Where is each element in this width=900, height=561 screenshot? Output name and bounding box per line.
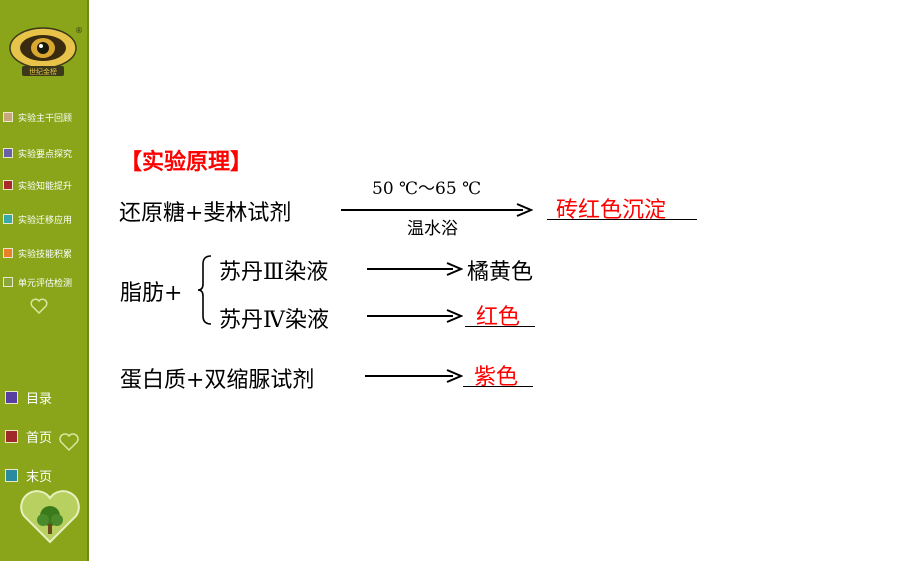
- nav-first-page-button[interactable]: 首页: [5, 427, 53, 446]
- nav-square-icon: [3, 214, 13, 224]
- nav-item-skills[interactable]: 实验技能积累: [3, 246, 72, 260]
- nav-label: 实验要点探究: [18, 149, 73, 160]
- nav-label: 实验技能积累: [18, 249, 73, 260]
- reaction1-reactants: 还原糖+斐林试剂: [119, 201, 292, 226]
- logo: 世纪金榜 ®: [9, 26, 83, 76]
- nav-first-page-label: 首页: [26, 430, 53, 446]
- tree-heart-icon: [20, 490, 80, 544]
- nav-item-review[interactable]: 实验主干回顾: [3, 110, 72, 124]
- last-page-square-icon: [5, 468, 18, 482]
- heart-outline-icon: [59, 433, 79, 452]
- nav-item-assessment[interactable]: 单元评估检测: [3, 275, 72, 289]
- nav-toc-label: 目录: [26, 391, 53, 407]
- nav-label: 实验主干回顾: [18, 113, 73, 124]
- nav-label: 单元评估检测: [18, 278, 73, 289]
- small-heart-icon: [30, 298, 48, 314]
- branch1-product: 橘黄色: [467, 260, 534, 285]
- nav-square-icon: [3, 180, 13, 190]
- nav-last-page-label: 末页: [26, 469, 53, 485]
- registered-mark: ®: [75, 26, 83, 35]
- nav-square-icon: [3, 248, 13, 258]
- reaction3-answer-underline: [463, 386, 533, 387]
- first-page-square-icon: [5, 429, 18, 443]
- branch2-arrow-icon: [367, 309, 463, 323]
- nav-last-page-button[interactable]: 末页: [5, 466, 53, 485]
- reaction2-reactant: 脂肪+: [120, 281, 183, 306]
- nav-label: 实验知能提升: [18, 181, 73, 192]
- toc-square-icon: [5, 390, 18, 404]
- nav-item-explore[interactable]: 实验要点探究: [3, 146, 72, 160]
- branch1-reagent: 苏丹Ⅲ染液: [219, 260, 329, 285]
- brace-icon: [197, 255, 212, 325]
- nav-item-transfer[interactable]: 实验迁移应用: [3, 212, 72, 226]
- logo-text: 世纪金榜: [29, 67, 57, 76]
- sidebar: 世纪金榜 ® 实验主干回顾 实验要点探究 实验知能提升 实验迁移应用 实验技能积…: [0, 0, 89, 561]
- branch1-arrow-icon: [367, 262, 463, 276]
- nav-label: 实验迁移应用: [18, 215, 73, 226]
- section-title: 【实验原理】: [120, 149, 253, 175]
- nav-square-icon: [3, 148, 13, 158]
- slide-content: 【实验原理】 还原糖+斐林试剂 50 ℃～65 ℃ 温水浴 砖红色沉淀 脂肪+ …: [89, 0, 900, 561]
- nav-square-icon: [3, 112, 13, 122]
- reaction1-condition-bottom: 温水浴: [407, 219, 458, 239]
- branch2-answer-underline: [465, 326, 535, 327]
- reaction1-product: 砖红色沉淀: [556, 198, 667, 223]
- nav-square-icon: [3, 277, 13, 287]
- nav-toc-button[interactable]: 目录: [5, 388, 53, 407]
- reaction1-condition-top: 50 ℃～65 ℃: [372, 179, 482, 199]
- nav-item-improve[interactable]: 实验知能提升: [3, 178, 72, 192]
- sidebar-divider: [87, 0, 89, 561]
- reaction3-arrow-icon: [365, 369, 463, 383]
- reaction3-product: 紫色: [474, 365, 519, 390]
- branch2-reagent: 苏丹Ⅳ染液: [219, 308, 329, 333]
- branch2-product: 红色: [476, 305, 521, 330]
- reaction1-arrow-icon: [341, 203, 533, 217]
- reaction1-answer-underline: [547, 219, 697, 220]
- reaction3-reactants: 蛋白质+双缩脲试剂: [120, 368, 315, 393]
